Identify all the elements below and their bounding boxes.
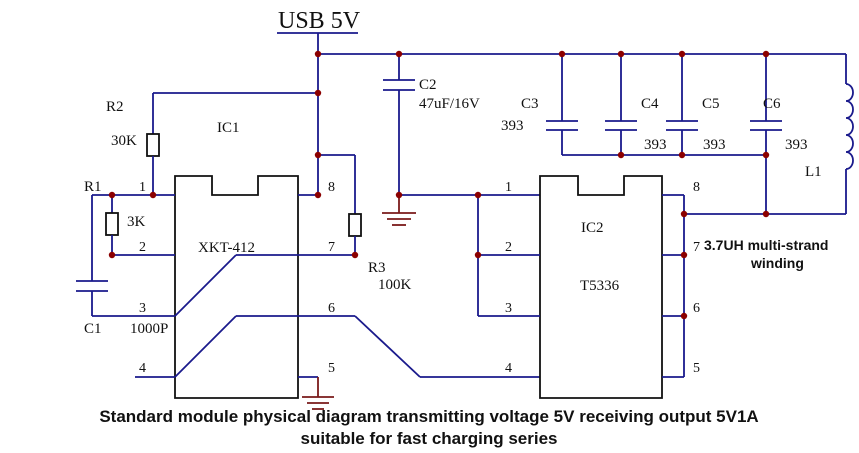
ic1-pin-8: 8 (328, 180, 335, 195)
r2-value: 30K (111, 133, 137, 149)
ic2-pin-2: 2 (505, 240, 512, 255)
ic2-part: T5336 (580, 278, 620, 294)
ic2-pin-1: 1 (505, 180, 512, 195)
r1-value: 3K (127, 214, 146, 230)
c1-value: 1000P (130, 321, 168, 337)
ic1-pin-2: 2 (139, 240, 146, 255)
r1-body (105, 212, 119, 236)
ic2-pin-3: 3 (505, 301, 512, 316)
r3-body (348, 213, 362, 237)
ic2-body (539, 175, 663, 399)
c5-value: 393 (703, 137, 726, 153)
ic1-pin-6: 6 (328, 301, 335, 316)
ic2-pin-4: 4 (505, 361, 512, 376)
ic2-ref: IC2 (581, 220, 604, 236)
ic1: IC1 XKT-412 (174, 120, 299, 399)
r2-ref: R2 (106, 99, 124, 115)
r1-ref: R1 (84, 179, 102, 195)
r2-body (146, 133, 160, 157)
ic1-pin-7: 7 (328, 240, 335, 255)
c1-ref: C1 (84, 321, 102, 337)
caption-line-1: Standard module physical diagram transmi… (99, 407, 758, 426)
r3-value: 100K (378, 277, 412, 293)
usb-5v-label: USB 5V (278, 8, 361, 34)
c2-value: 47uF/16V (419, 96, 480, 112)
c6-value: 393 (785, 137, 808, 153)
ic1-pin-5: 5 (328, 361, 335, 376)
ic1-pin-1: 1 (139, 180, 146, 195)
l1-coil (845, 83, 854, 170)
r3-ref: R3 (368, 260, 386, 276)
ic2: IC2 T5336 (539, 175, 663, 399)
junctions (108, 50, 770, 320)
c4-ref: C4 (641, 96, 659, 112)
ic2-pin-5: 5 (693, 361, 700, 376)
ic1-pin-4: 4 (139, 361, 146, 376)
c4-value: 393 (644, 137, 667, 153)
l1-ref: L1 (805, 164, 822, 180)
ic2-pin-8: 8 (693, 180, 700, 195)
ic1-part: XKT-412 (198, 240, 255, 256)
c3-value: 393 (501, 118, 524, 134)
c3-ref: C3 (521, 96, 539, 112)
l1-note-line1: 3.7UH multi-strand (704, 237, 828, 253)
c6-ref: C6 (763, 96, 781, 112)
ic1-body (174, 175, 299, 399)
ic1-pin-3: 3 (139, 301, 146, 316)
ic2-pin-6: 6 (693, 301, 700, 316)
c2-ref: C2 (419, 77, 437, 93)
ic2-pin-7: 7 (693, 240, 700, 255)
c5-ref: C5 (702, 96, 720, 112)
ic1-ref: IC1 (217, 120, 240, 136)
caption-line-2: suitable for fast charging series (301, 429, 558, 448)
l1-note-line2: winding (750, 255, 804, 271)
